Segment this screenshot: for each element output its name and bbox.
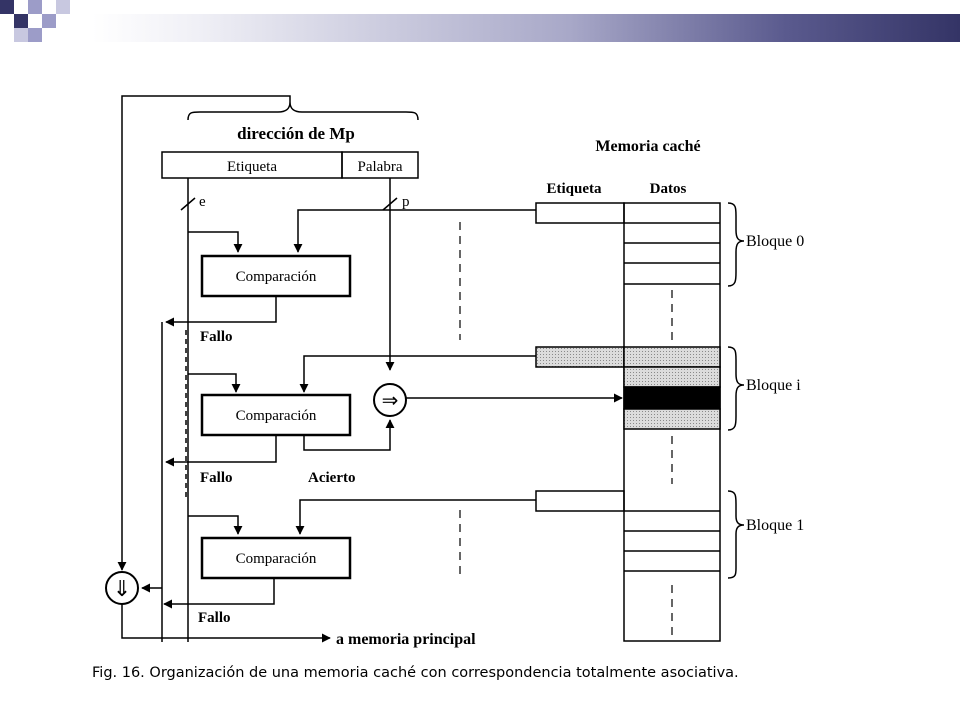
tag-bits-label: e <box>199 194 206 210</box>
address-to-mux-line <box>117 95 291 571</box>
comparator-2-miss-line <box>165 435 277 467</box>
comparator-1-miss-line <box>165 296 277 327</box>
tag-bus-slash <box>180 197 196 211</box>
block-1-label: Bloque 1 <box>746 517 804 534</box>
cache-tag-block-0 <box>535 202 625 224</box>
comparator-1-miss-label: Fallo <box>200 329 233 345</box>
comparator-1-label: Comparación <box>236 269 317 285</box>
logo-square-navy-2 <box>14 14 28 28</box>
logo-square-lilac-2 <box>42 14 56 28</box>
word-bits-label: p <box>402 194 410 210</box>
block-i-label: Bloque i <box>746 377 801 394</box>
logo-square-lilac-4 <box>28 28 42 42</box>
comparator-3-miss-label: Fallo <box>198 610 231 626</box>
word-selector-symbol: ⇒ <box>382 390 399 412</box>
logo-square-lilac-3 <box>56 0 70 14</box>
comparator-3-box <box>200 536 352 580</box>
cache-title: Memoria caché <box>595 138 700 155</box>
comparator-3-miss-line <box>163 578 275 609</box>
block-0-label: Bloque 0 <box>746 233 804 250</box>
logo-square-light-1 <box>14 0 28 14</box>
cache-tag-0-to-comparator-line <box>293 209 536 253</box>
figure-caption: Fig. 16. Organización de una memoria cac… <box>92 665 739 681</box>
cache-tag-column-header: Etiqueta <box>546 181 602 197</box>
block-0-brace <box>727 202 745 287</box>
to-main-memory-line <box>121 604 331 643</box>
comparator-3-label: Comparación <box>236 551 317 567</box>
block-1-brace <box>727 490 745 579</box>
hit-line <box>303 419 395 451</box>
address-brace <box>187 101 419 121</box>
to-main-memory-label: a memoria principal <box>336 631 476 648</box>
cache-tag-block-1 <box>535 490 625 512</box>
block-i-brace <box>727 346 745 431</box>
cache-tag-1-to-comparator-line <box>295 499 536 535</box>
cache-block-i-row-1 <box>623 346 721 368</box>
comparator-2-label: Comparación <box>236 408 317 424</box>
tag-to-comparator-3-line <box>188 515 243 535</box>
address-tag-field-label: Etiqueta <box>227 159 277 175</box>
comparator-2-miss-label: Fallo <box>200 470 233 486</box>
cache-data-column-header: Datos <box>650 181 687 197</box>
cache-tag-i-to-comparator-line <box>299 355 536 393</box>
title-bar-gradient <box>92 14 960 42</box>
tag-to-comparator-2-line <box>188 373 241 393</box>
hit-label: Acierto <box>308 470 355 486</box>
cache-tag-block-i <box>535 346 625 368</box>
logo-square-lilac-1 <box>28 0 42 14</box>
mux-symbol: ⇓ <box>113 576 131 601</box>
logo-square-navy-1 <box>0 0 14 14</box>
word-selector-circle <box>373 383 407 417</box>
address-word-field-label: Palabra <box>358 159 403 175</box>
cache-block-i-selected-word <box>623 386 721 410</box>
cache-block-i-row-4 <box>623 408 721 430</box>
tag-to-comparator-1-line <box>188 231 243 253</box>
address-register-word-field <box>341 151 419 179</box>
cache-block-i-row-2 <box>623 366 721 388</box>
logo-square-light-2 <box>14 28 28 42</box>
address-title: dirección de Mp <box>237 124 355 143</box>
word-bus-slash <box>382 197 398 211</box>
